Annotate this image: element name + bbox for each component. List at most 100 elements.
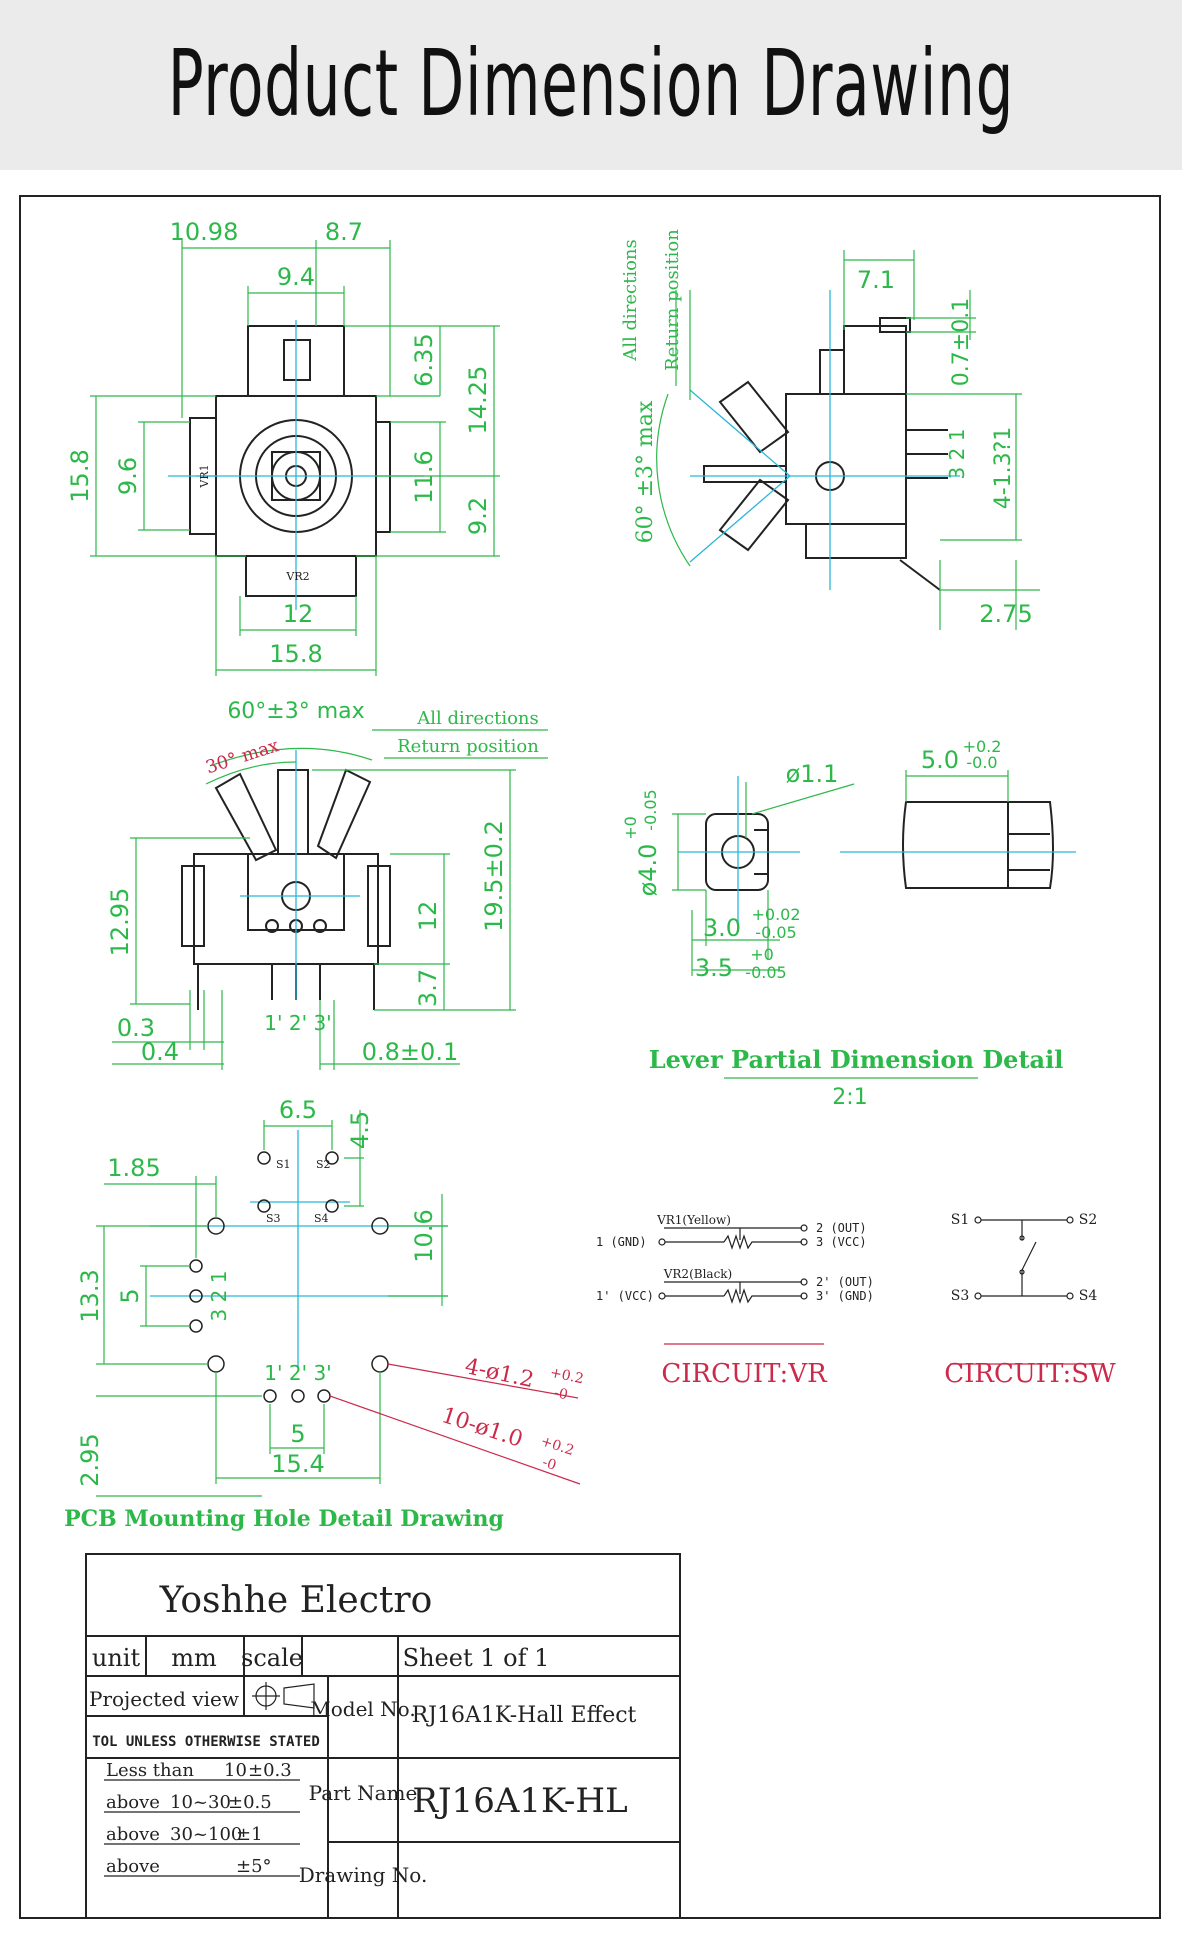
side-pin-numbers: 3 2 1	[945, 429, 969, 480]
label-vr2: VR2	[285, 570, 309, 583]
sheet-number: Sheet 1 of 1	[403, 1644, 550, 1672]
pcb-label-s1: S1	[276, 1158, 291, 1171]
pcb-detail-title: PCB Mounting Hole Detail Drawing	[64, 1506, 504, 1532]
pcb-holes-small-minus: -0	[540, 1454, 558, 1473]
dim-lever-3: 3.0	[703, 914, 741, 942]
pcb-label-s2: S2	[316, 1158, 331, 1171]
dim-top-body-height: 15.8	[66, 449, 94, 502]
dim-top-bottom-tab: 12	[283, 600, 314, 628]
header-band: Product Dimension Drawing	[0, 0, 1182, 170]
circuit-sw: S1 S2 S3 S4 CIRCUIT:SW	[944, 1212, 1116, 1389]
drawing-sheet: 10.98 8.7 9.4 6.35 14.25 15.8 9.6 11.6 9…	[0, 170, 1182, 1934]
dim-top-upper-height: 14.25	[464, 366, 492, 435]
title-block: Yoshhe Electro unit mm scale Sheet 1 of …	[85, 1553, 681, 1919]
dim-pcb-5-horizontal: 5	[290, 1420, 305, 1448]
sw-terminal-s4: S4	[1079, 1288, 1098, 1304]
front-all-directions: All directions	[416, 708, 539, 729]
dim-top-cap-height: 6.35	[410, 333, 438, 386]
tol-range-2: above	[106, 1824, 160, 1845]
dim-top-cap-width: 9.4	[277, 263, 315, 291]
front-angle-small: 30° max	[203, 735, 281, 778]
dim-lever-hole: ø1.1	[786, 760, 839, 788]
part-value: RJ16A1K-HL	[412, 1781, 627, 1821]
tol-value-2: ±1	[236, 1824, 263, 1845]
dim-front-12: 12	[414, 901, 442, 932]
dim-front-04: 0.4	[141, 1038, 179, 1066]
dim-front-total-height: 19.5±0.2	[480, 820, 508, 932]
dim-top-lower-height: 9.2	[464, 497, 492, 535]
pcb-holes-large: 4-ø1.2	[463, 1354, 536, 1393]
dim-lever-50-minus: -0.0	[966, 753, 997, 772]
dim-front-body-height: 12.95	[106, 888, 134, 957]
tolerance-header: TOL UNLESS OTHERWISE STATED	[92, 1734, 320, 1750]
tol-value-3: ±5°	[236, 1856, 272, 1877]
page-title: Product Dimension Drawing	[167, 30, 1015, 137]
dim-pcb-45: 4.5	[346, 1111, 374, 1149]
dim-front-pin-width: 0.8±0.1	[362, 1038, 458, 1066]
dim-pcb-5-vertical: 5	[116, 1288, 144, 1303]
dim-lever-diameter-plus: +0	[621, 816, 640, 840]
company-name: Yoshhe Electro	[159, 1580, 433, 1621]
vr-pin-2p: 2' (OUT)	[816, 1275, 874, 1289]
dim-side-pin-offset: 0.7±0.1	[949, 298, 974, 386]
pcb-pins-row: 3 2 1	[207, 1271, 231, 1322]
lever-detail-scale: 2:1	[832, 1085, 867, 1110]
front-angle-label: 60°±3° max	[227, 699, 364, 724]
pcb-label-s4: S4	[314, 1212, 329, 1225]
vr-pin-3: 3 (VCC)	[816, 1235, 867, 1249]
sw-terminal-s1: S1	[951, 1212, 970, 1228]
dim-lever-35-minus: -0.05	[745, 963, 786, 982]
dim-lever-diameter-minus: -0.05	[641, 789, 660, 830]
unit-value: mm	[171, 1644, 217, 1672]
dim-top-side-height: 9.6	[114, 457, 142, 495]
label-vr1: VR1	[198, 464, 211, 488]
dim-lever-35: 3.5	[695, 954, 733, 982]
dim-lever-35-plus: +0	[750, 945, 774, 964]
drawing-canvas: 10.98 8.7 9.4 6.35 14.25 15.8 9.6 11.6 9…	[19, 195, 1161, 1919]
tol-limit-0: 10	[224, 1760, 247, 1781]
circuit-sw-title: CIRCUIT:SW	[944, 1359, 1116, 1389]
vr1-label: VR1(Yellow)	[656, 1213, 731, 1227]
dim-top-width-left: 10.98	[170, 218, 239, 246]
vr-pin-2: 2 (OUT)	[816, 1221, 867, 1235]
unit-label: unit	[92, 1644, 141, 1672]
side-view: 60° ±3° max All directions Return positi…	[620, 229, 1040, 630]
dim-side-pins: 4-1.3?1	[991, 427, 1016, 510]
circuit-vr-title: CIRCUIT:VR	[661, 1359, 828, 1389]
tol-value-0: ±0.3	[248, 1760, 292, 1781]
sw-terminal-s2: S2	[1079, 1212, 1098, 1228]
dim-lever-3-plus: +0.02	[751, 905, 800, 924]
dim-top-body-width: 15.8	[269, 640, 322, 668]
tol-range-1: above	[106, 1792, 160, 1813]
pcb-pins-column: 1' 2' 3'	[264, 1361, 331, 1385]
dim-pcb-106: 10.6	[410, 1209, 438, 1262]
pcb-holes-large-plus: +0.2	[549, 1365, 586, 1388]
dim-side-top-width: 7.1	[857, 266, 895, 294]
dim-front-03: 0.3	[117, 1014, 155, 1042]
sw-terminal-s3: S3	[951, 1288, 970, 1304]
projected-view: Projected view	[89, 1687, 239, 1711]
top-view: 10.98 8.7 9.4 6.35 14.25 15.8 9.6 11.6 9…	[66, 218, 500, 676]
side-return-position: Return position	[662, 229, 683, 371]
pcb-holes-small: 10-ø1.0	[438, 1403, 525, 1453]
lever-detail: ø1.1 ø4.0 +0 -0.05 3.0 +0.02 -0.05 3.5 +…	[621, 737, 1076, 1110]
scale-label: scale	[241, 1644, 303, 1672]
dim-top-width-right: 8.7	[325, 218, 363, 246]
dim-pcb-185: 1.85	[107, 1154, 160, 1182]
dim-side-pin-length: 2.75	[979, 600, 1032, 628]
dim-lever-50-plus: +0.2	[963, 737, 1002, 756]
pcb-holes-large-minus: -0	[552, 1385, 569, 1403]
tol-range-3: above	[106, 1856, 160, 1877]
dim-pcb-295: 2.95	[76, 1433, 104, 1486]
front-return-position: Return position	[397, 736, 539, 757]
dim-pcb-154: 15.4	[271, 1450, 324, 1478]
tol-limit-1: 10~30	[170, 1792, 231, 1813]
circuit-vr: VR1(Yellow) VR2(Black) 1 (GND) 1' (VCC) …	[596, 1213, 874, 1389]
model-label: Model No.	[310, 1697, 415, 1721]
tol-value-1: ±0.5	[228, 1792, 272, 1813]
dim-front-pin-length: 3.7	[414, 969, 442, 1007]
part-label: Part Name	[309, 1781, 418, 1805]
vr-pin-1: 1 (GND)	[596, 1235, 647, 1249]
dim-lever-50: 5.0	[921, 746, 959, 774]
vr2-label: VR2(Black)	[663, 1267, 733, 1281]
